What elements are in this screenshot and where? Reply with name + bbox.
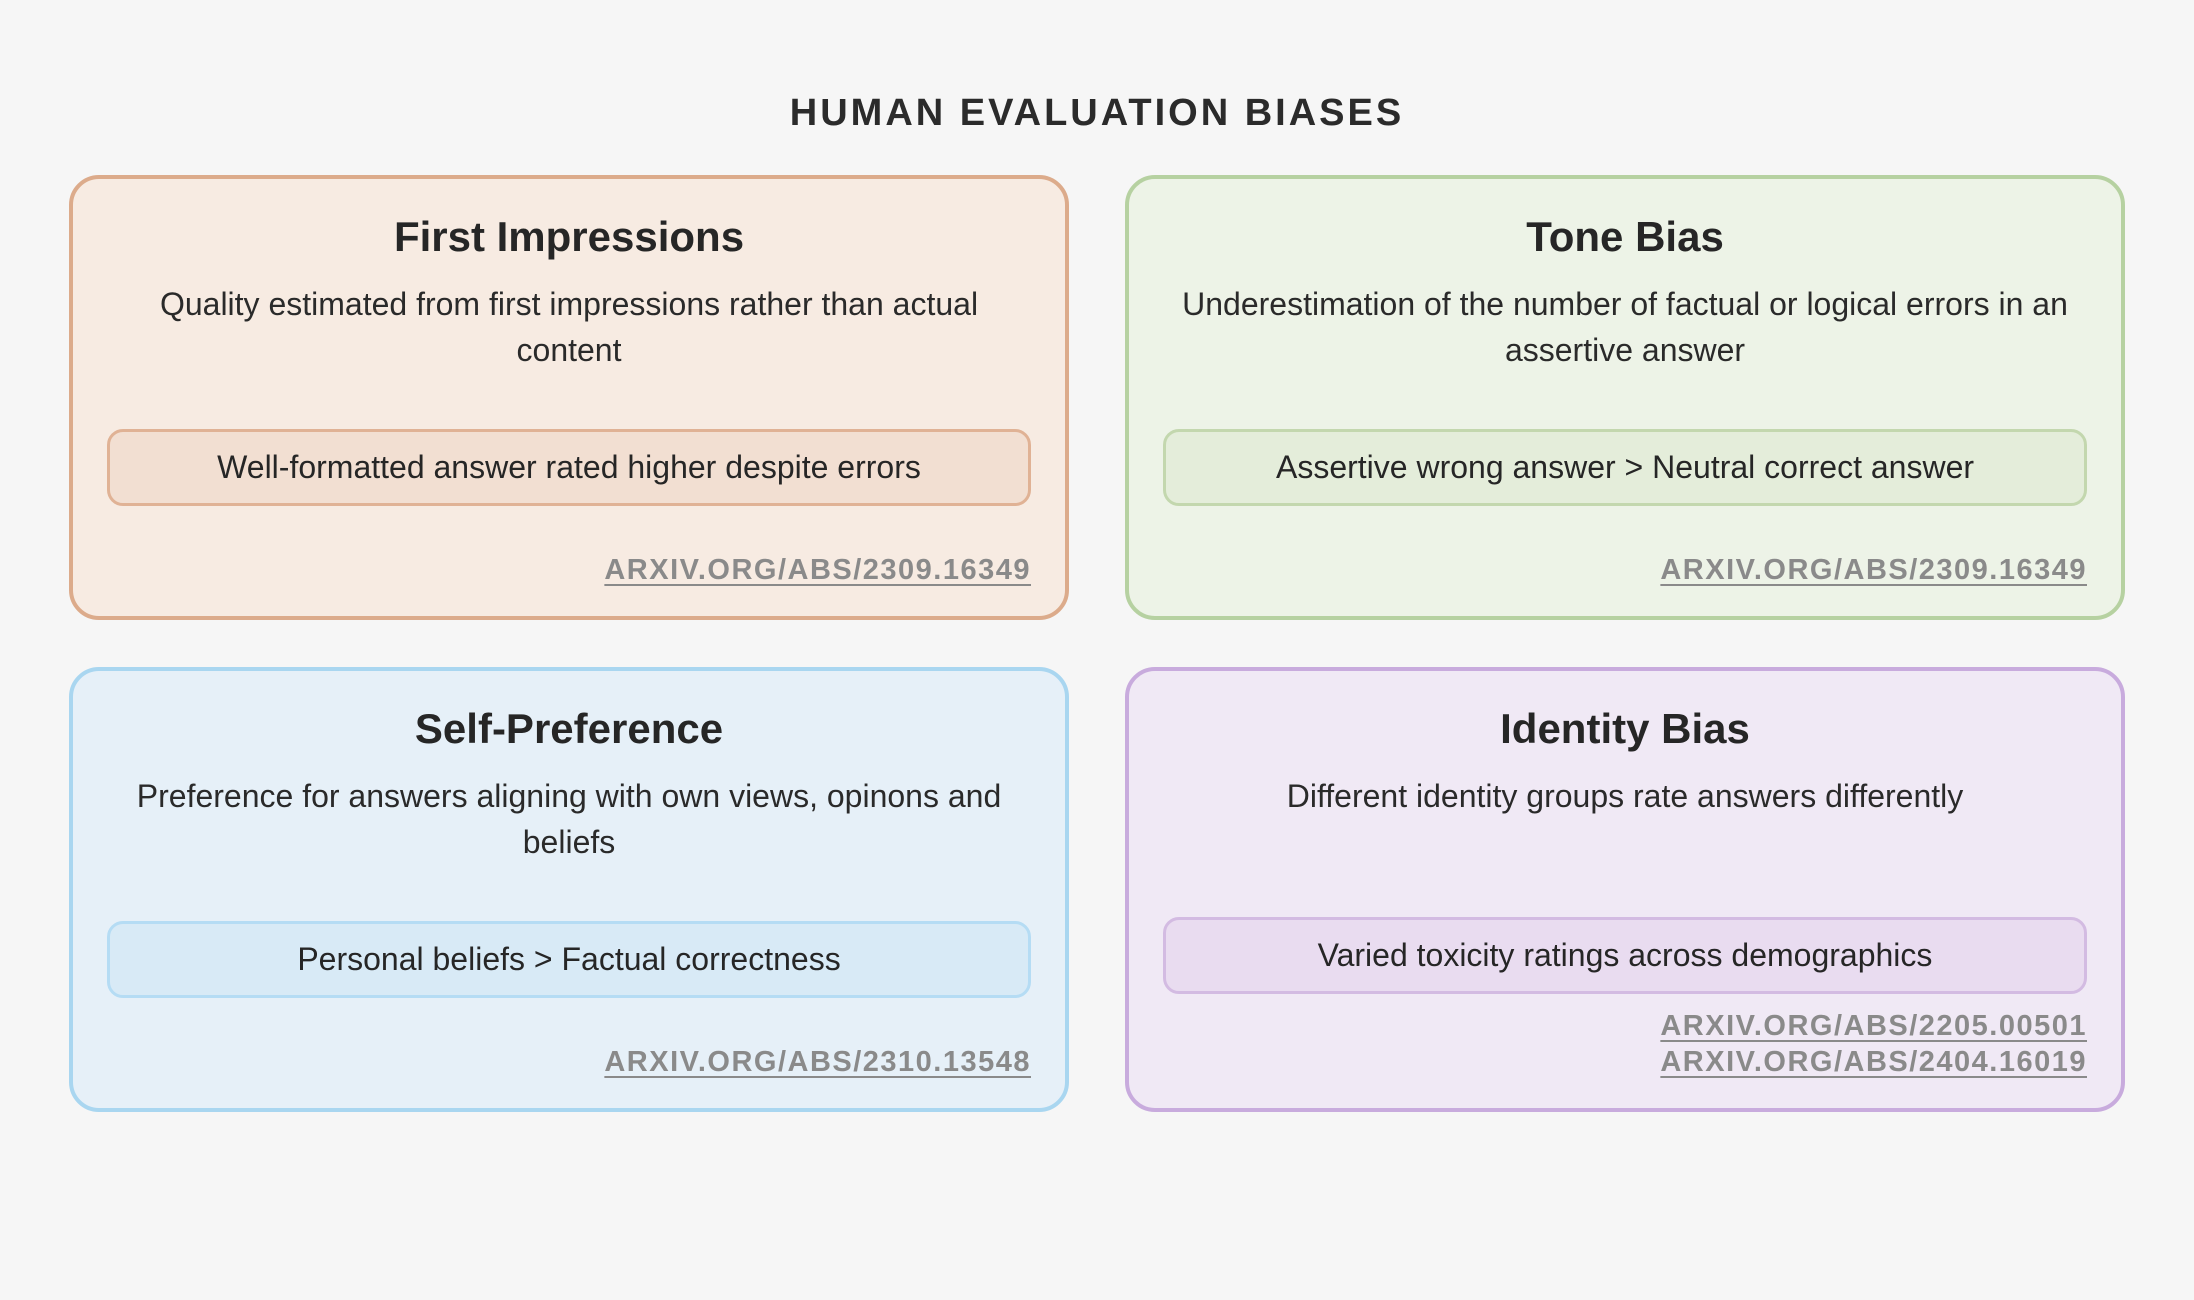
example-text: Varied toxicity ratings across demograph… [1317, 936, 1933, 973]
example-pill: Personal beliefs > Factual correctness [107, 920, 1031, 998]
card-description: Quality estimated from first impressions… [159, 286, 979, 369]
example-text: Personal beliefs > Factual correctness [297, 940, 841, 977]
example-text: Well-formatted answer rated higher despi… [217, 448, 921, 485]
card-identity-bias: Identity Bias Different identity groups … [1125, 667, 2125, 1112]
card-links: ARXIV.ORG/ABS/2309.16349 [107, 552, 1031, 588]
card-tone-bias: Tone Bias Underestimation of the number … [1125, 175, 2125, 620]
example-text: Assertive wrong answer > Neutral correct… [1275, 448, 1975, 485]
example-pill: Well-formatted answer rated higher despi… [107, 428, 1031, 506]
card-first-impressions: First Impressions Quality estimated from… [69, 175, 1069, 620]
card-title: Tone Bias [1526, 213, 1724, 260]
card-links: ARXIV.ORG/ABS/2310.13548 [107, 1044, 1031, 1080]
example-pill: Assertive wrong answer > Neutral correct… [1163, 428, 2087, 506]
card-title: Identity Bias [1500, 705, 1750, 752]
card-title: Self-Preference [414, 705, 724, 752]
arxiv-link[interactable]: ARXIV.ORG/ABS/2309.16349 [1660, 553, 2087, 586]
example-pill: Varied toxicity ratings across demograph… [1163, 916, 2087, 994]
card-self-preference: Self-Preference Preference for answers a… [69, 667, 1069, 1112]
card-description: Different identity groups rate answers d… [1286, 778, 1964, 814]
card-description: Underestimation of the number of factual… [1182, 286, 2068, 369]
card-description: Preference for answers aligning with own… [136, 778, 1002, 861]
card-title: First Impressions [393, 213, 745, 260]
arxiv-link[interactable]: ARXIV.ORG/ABS/2310.13548 [604, 1045, 1031, 1078]
card-links: ARXIV.ORG/ABS/2309.16349 [1163, 552, 2087, 588]
card-links: ARXIV.ORG/ABS/2205.00501 ARXIV.ORG/ABS/2… [1163, 1008, 2087, 1081]
arxiv-link[interactable]: ARXIV.ORG/ABS/2309.16349 [604, 553, 1031, 586]
cards-grid: First Impressions Quality estimated from… [69, 175, 2125, 1112]
arxiv-link[interactable]: ARXIV.ORG/ABS/2205.00501 [1660, 1009, 2087, 1042]
page-title: HUMAN EVALUATION BIASES [789, 92, 1405, 134]
arxiv-link[interactable]: ARXIV.ORG/ABS/2404.16019 [1660, 1045, 2087, 1078]
